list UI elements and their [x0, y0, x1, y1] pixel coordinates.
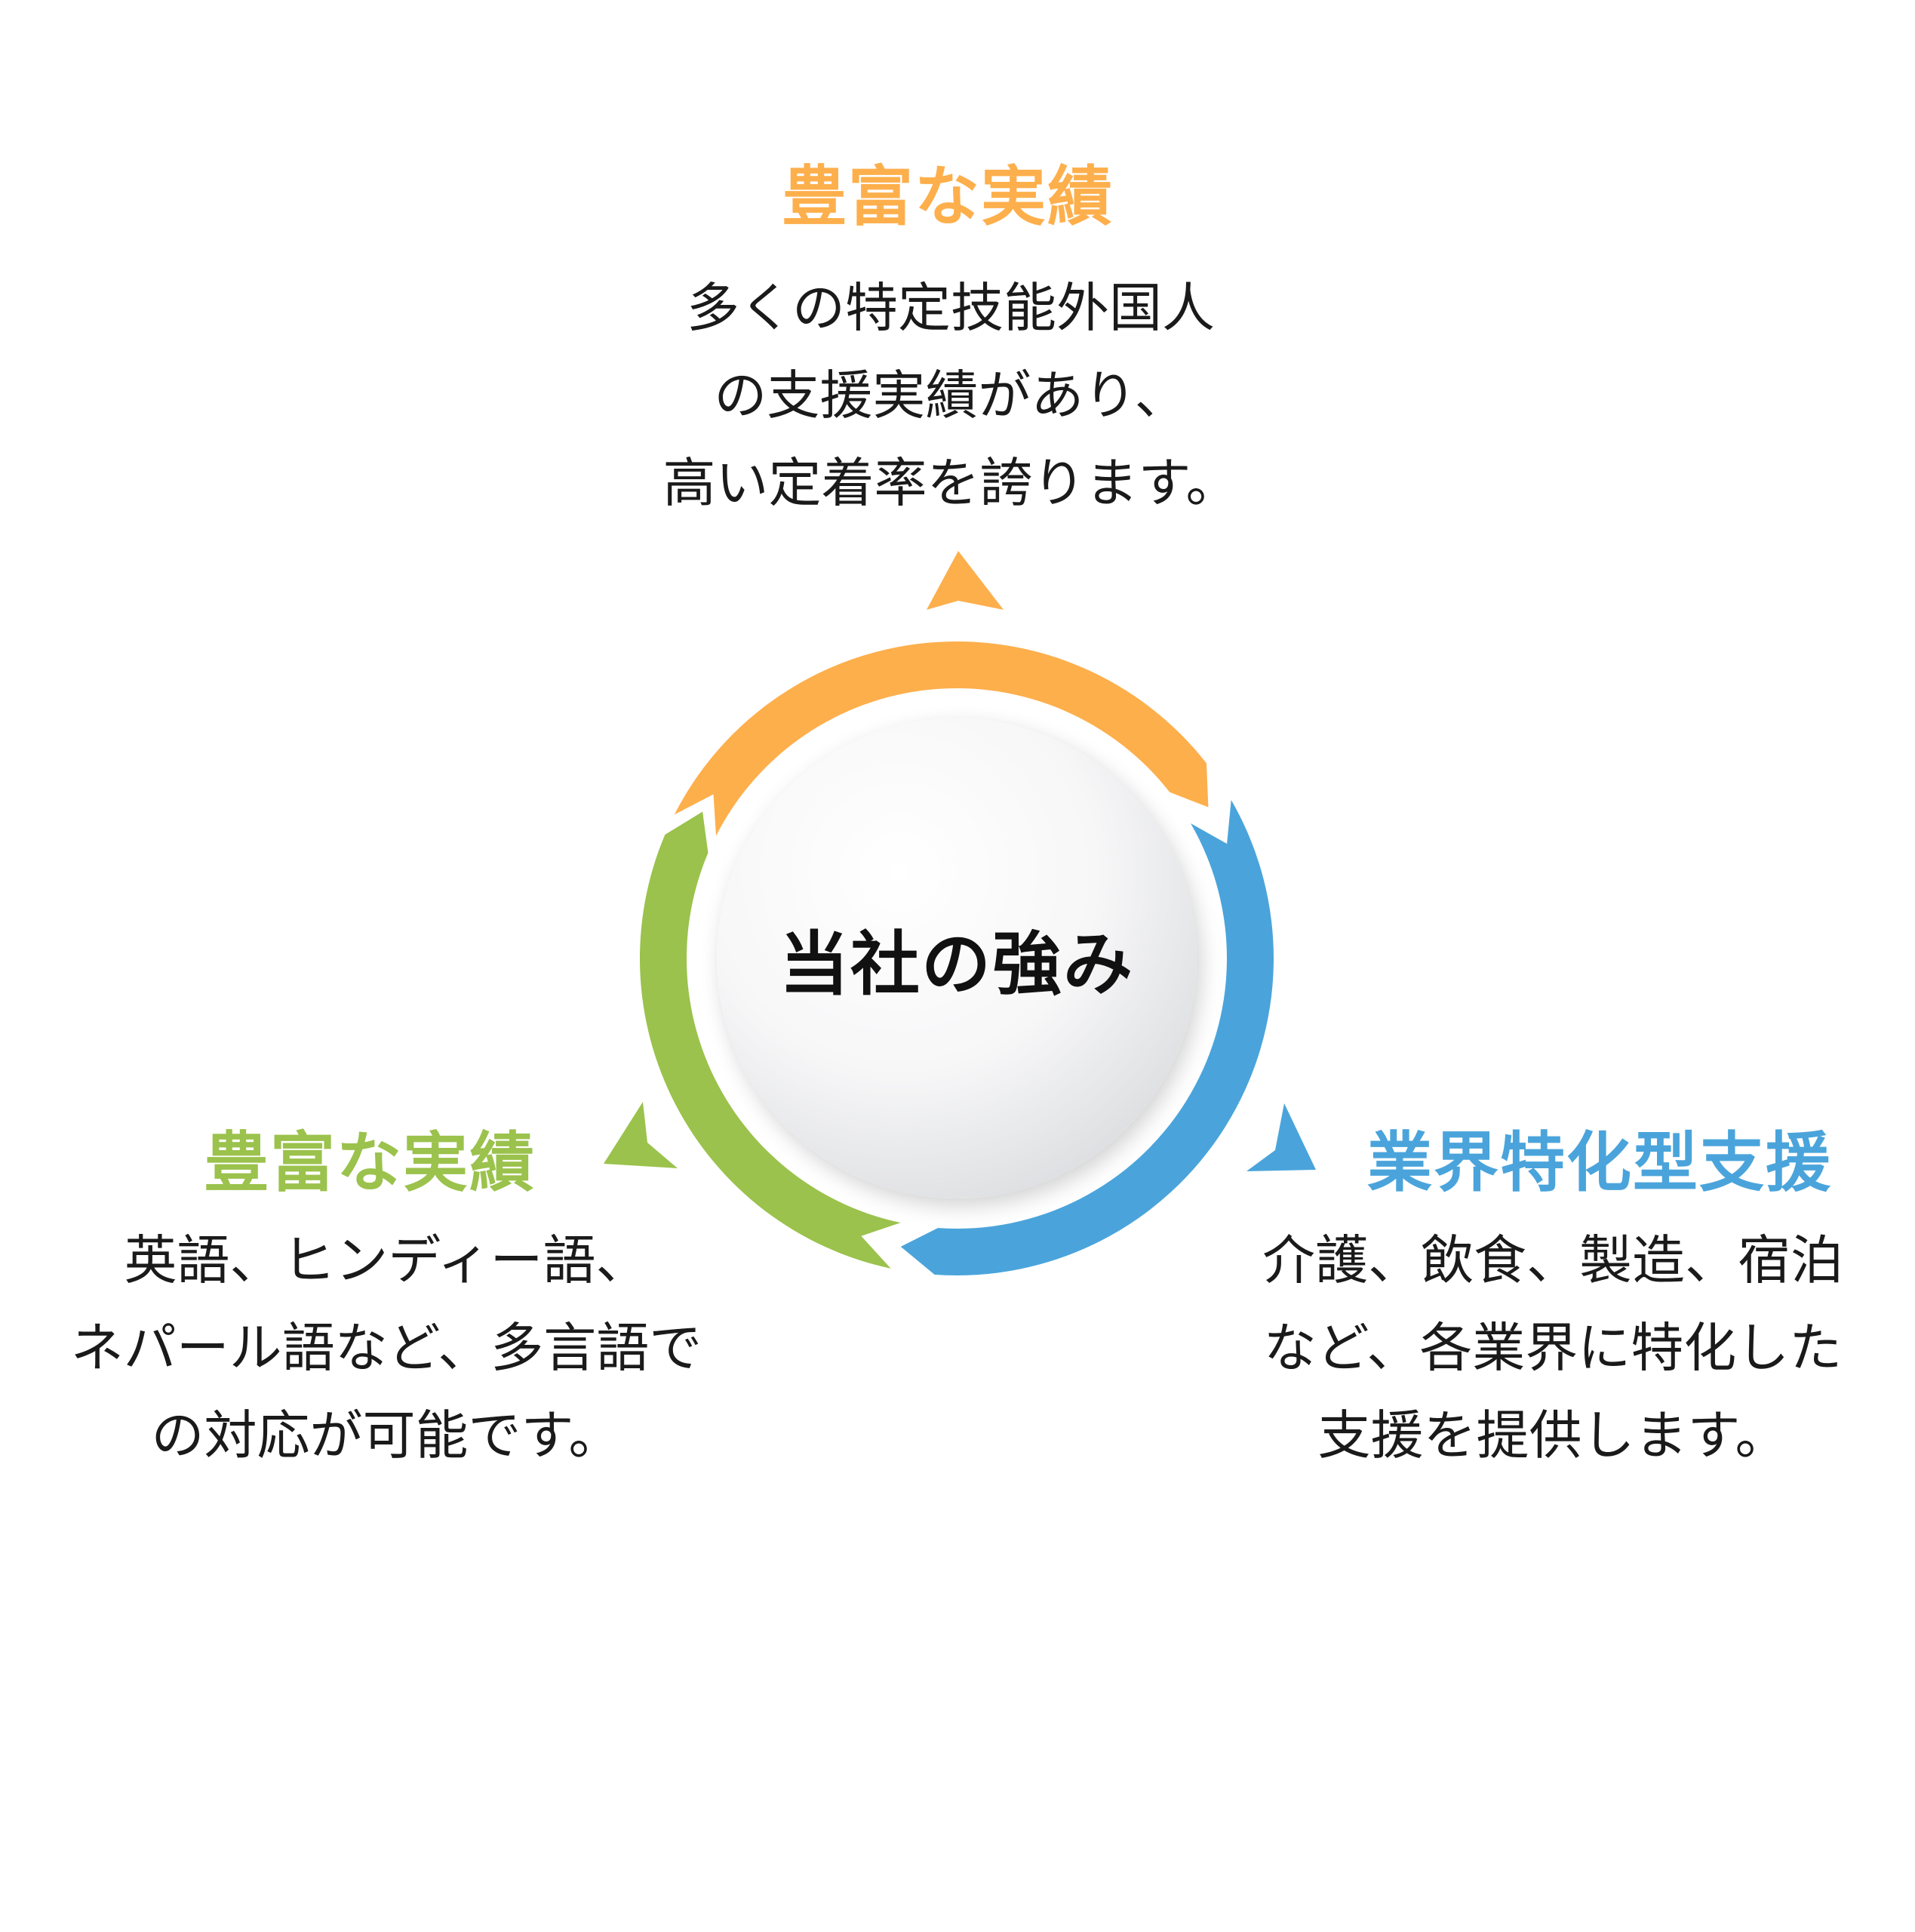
top-heading: 豊富な実績	[782, 159, 1114, 235]
right-heading: 業界特化型支援	[1367, 1125, 1832, 1201]
left-heading: 豊富な実績	[204, 1125, 536, 1201]
center-label: 当社の強み	[779, 924, 1135, 1005]
arc-right	[900, 800, 1274, 1275]
left-line-2: ネパール語など、多言語で	[70, 1317, 702, 1379]
right-line-1: 介護、飲食、製造、宿泊	[1262, 1229, 1843, 1291]
right-description: 介護、飲食、製造、宿泊 など、各業界に特化した 支援を提供します。	[1262, 1217, 1843, 1479]
top-line-1: 多くの特定技能外国人	[687, 277, 1215, 339]
triangle-top-icon	[927, 551, 1004, 610]
left-line-1: 英語、ヒンディー語、	[124, 1229, 649, 1291]
arc-left	[639, 811, 901, 1269]
center-circle	[717, 718, 1197, 1198]
triangle-right-icon	[1246, 1103, 1316, 1171]
right-line-2: など、各業界に特化した	[1263, 1317, 1843, 1379]
top-line-3: 高い定着率を誇ります。	[662, 452, 1239, 514]
arc-top	[674, 641, 1209, 836]
right-line-3: 支援を提供します。	[1317, 1404, 1788, 1466]
left-description: 英語、ヒンディー語、 ネパール語など、多言語で の対応が可能です。	[71, 1217, 702, 1479]
left-line-3: の対応が可能です。	[151, 1404, 622, 1466]
triangle-left-icon	[604, 1102, 678, 1168]
top-line-2: の支援実績があり、	[714, 365, 1188, 426]
top-description: 多くの特定技能外国人 の支援実績があり、 高い定着率を誇ります。	[663, 264, 1239, 527]
